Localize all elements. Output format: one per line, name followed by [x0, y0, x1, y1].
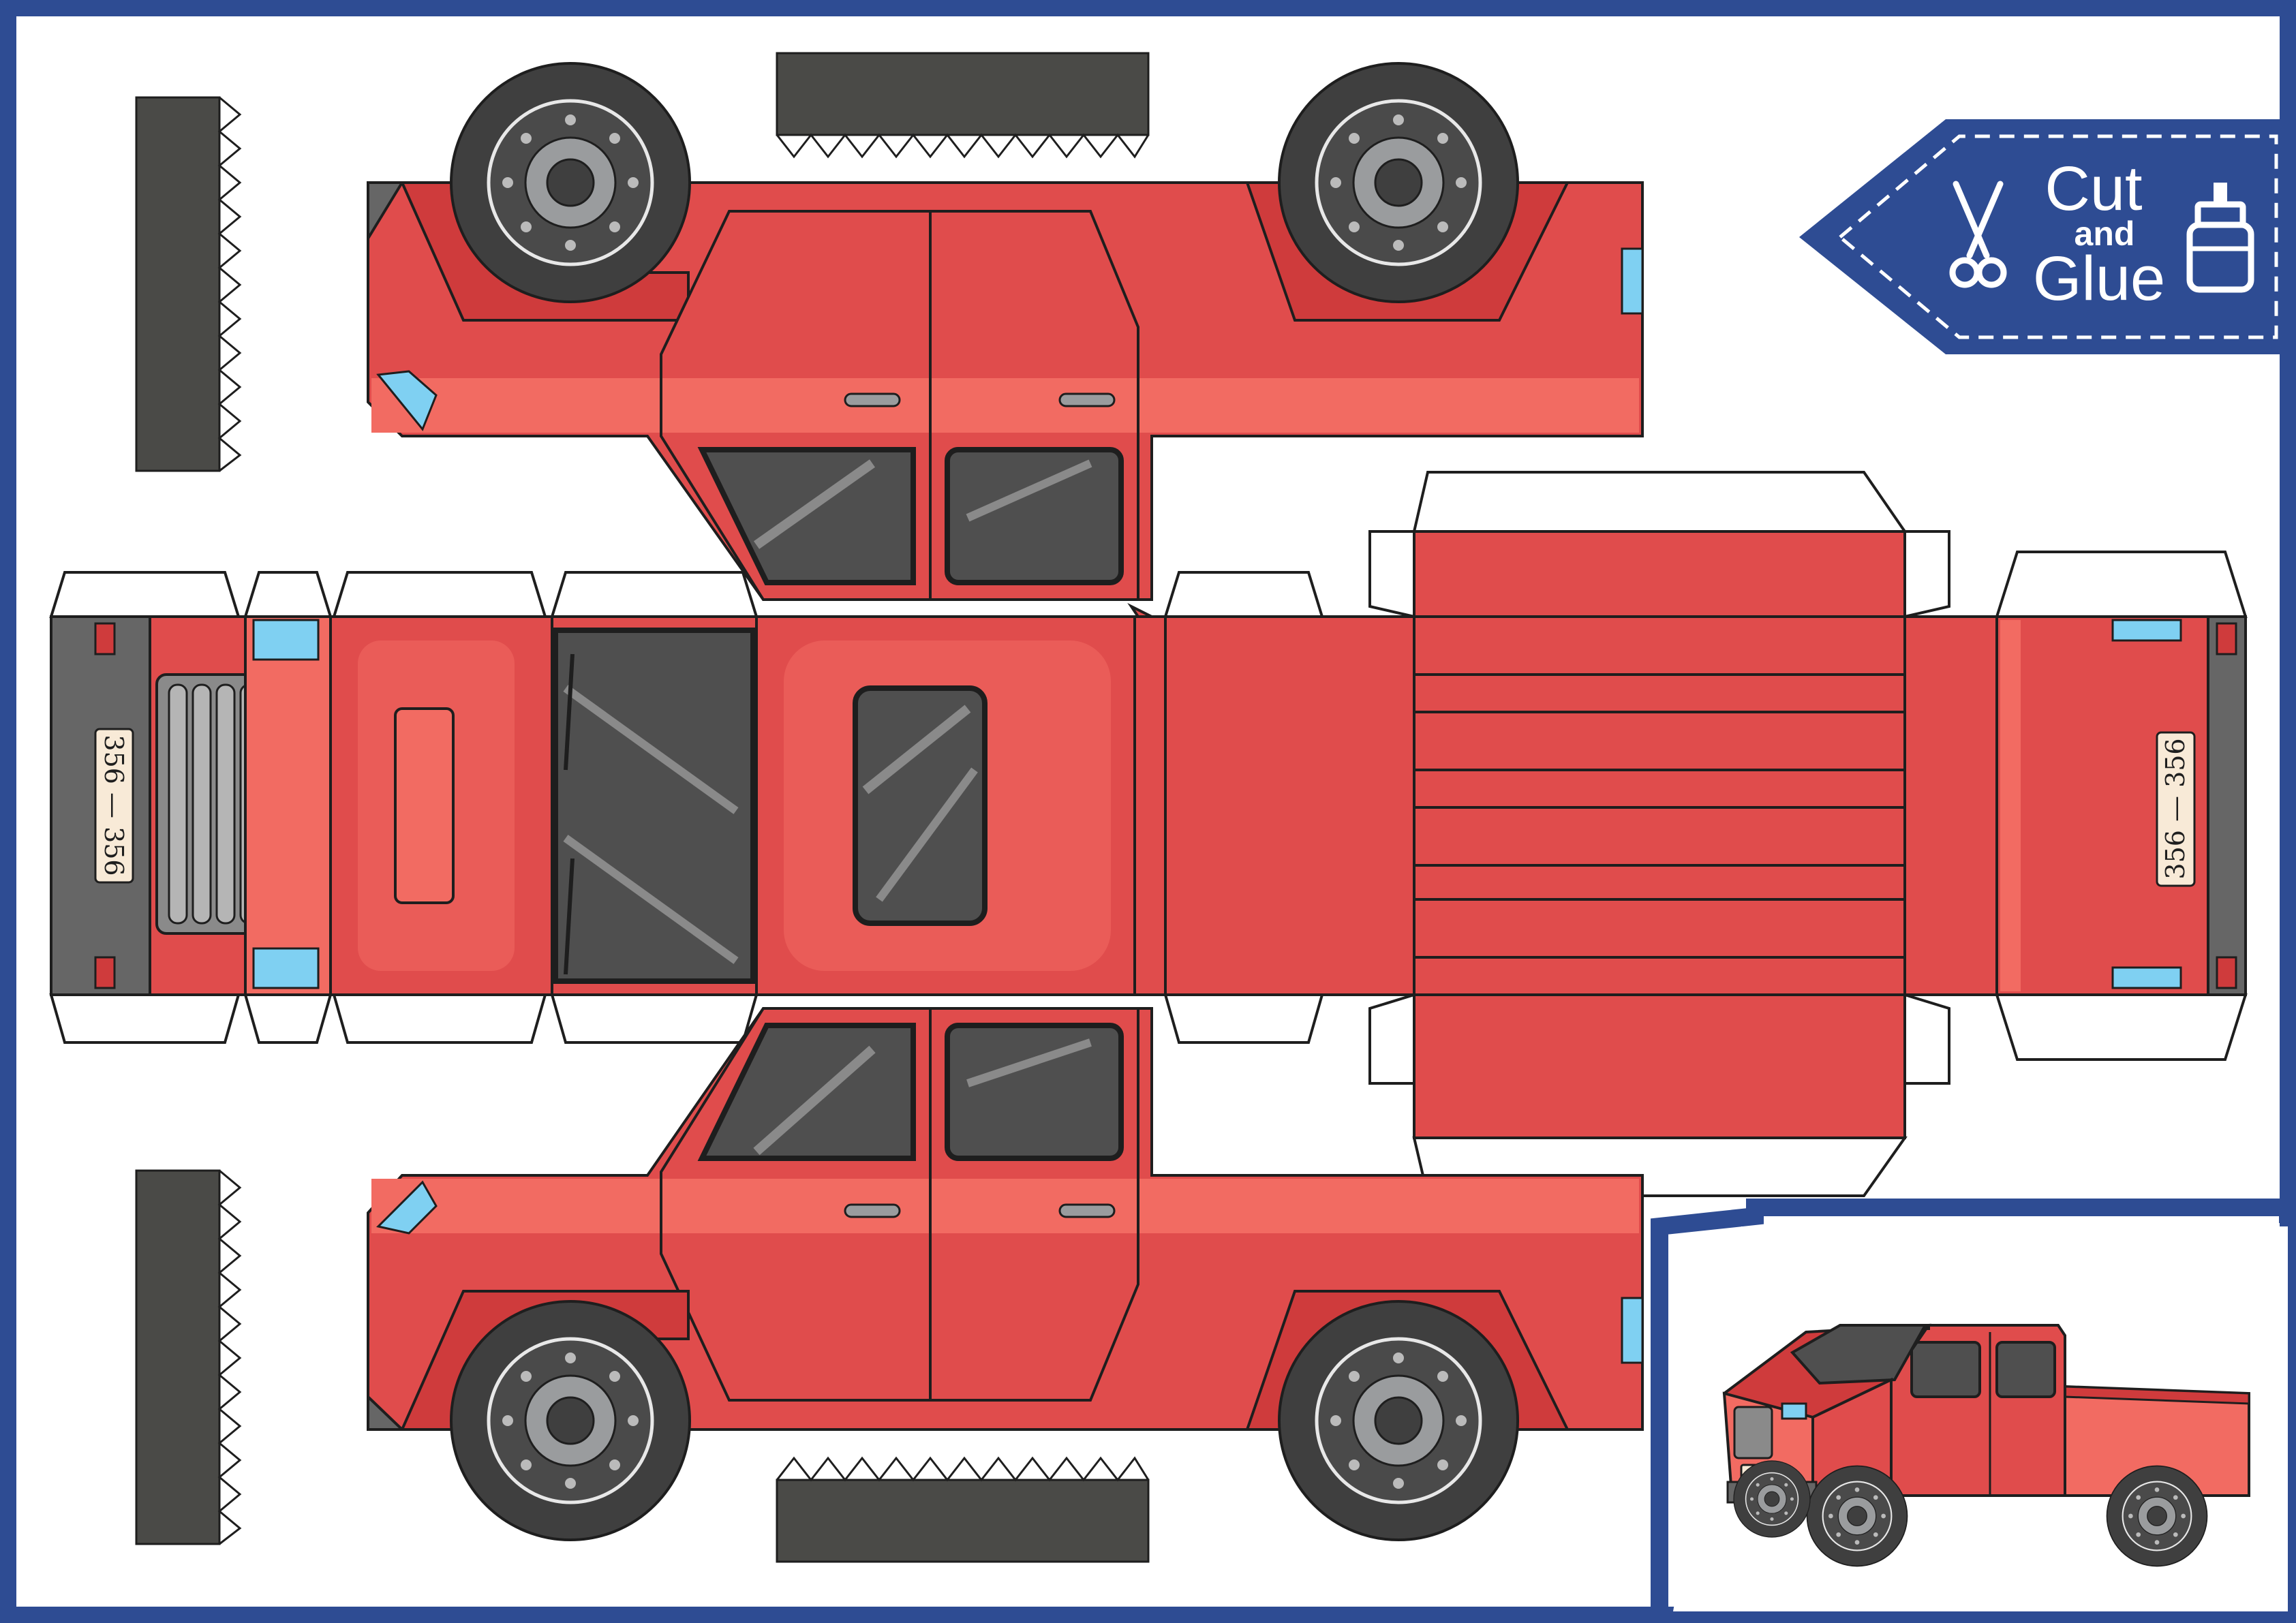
bottom-side-panel [367, 1007, 1644, 1540]
rear-plate-number: 356 — 356 [2160, 738, 2190, 879]
top-side-panel [367, 63, 1644, 601]
badge-glue-label: Glue [2033, 244, 2165, 313]
front-plate-number: 356 — 356 [99, 735, 129, 876]
top-left-glue-tab [135, 96, 242, 472]
badge-cut-label: Cut [2045, 154, 2142, 223]
rear-license-plate [2156, 731, 2196, 887]
middle-strip: 356 — 356 [49, 571, 1415, 1044]
tailgate: 356 — 356 [1995, 551, 2248, 1061]
front-license-plate [94, 728, 134, 884]
badge-and-label: and [2075, 215, 2135, 253]
bottom-center-glue-tab [776, 1456, 1150, 1563]
scissors-icon [1949, 181, 2007, 288]
assembled-truck-preview [1651, 1199, 2296, 1615]
top-center-glue-tab [776, 52, 1150, 159]
bottom-left-glue-tab [135, 1169, 242, 1545]
glue-bottle-icon [2186, 183, 2254, 293]
cut-and-glue-badge: Cut and Glue [1799, 119, 2288, 354]
truck-bed [1368, 471, 1998, 1197]
